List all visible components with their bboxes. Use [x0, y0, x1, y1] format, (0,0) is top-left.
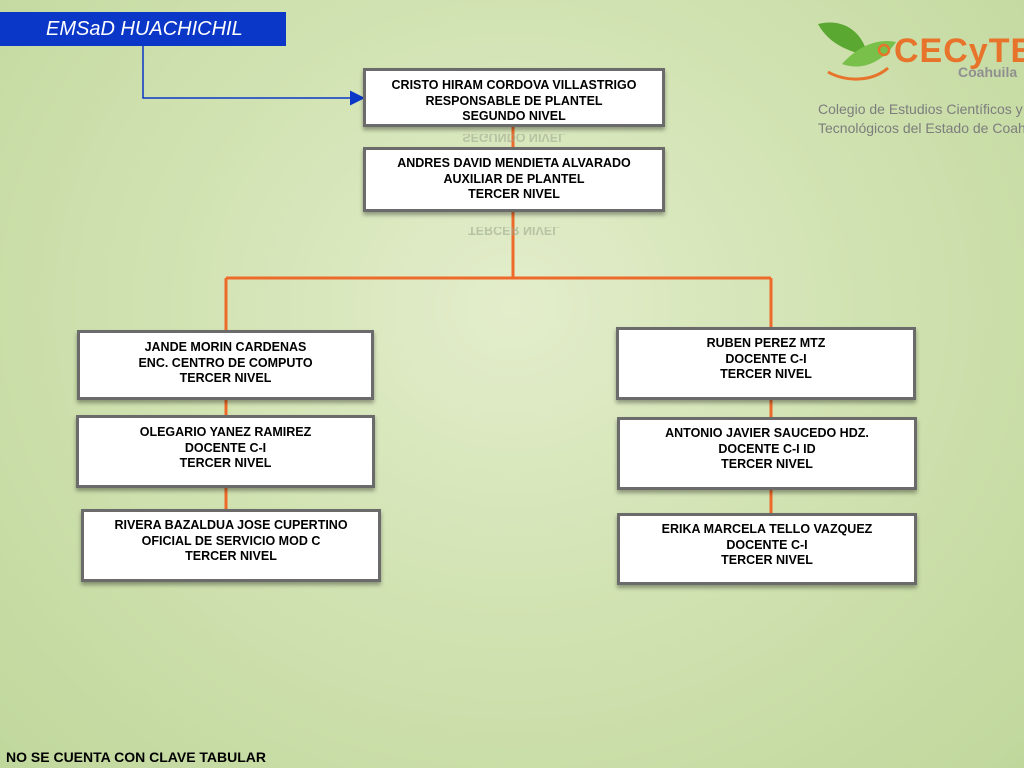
- title-arrow: [142, 46, 365, 106]
- node-role: DOCENTE C-I: [726, 537, 808, 552]
- node-name: CRISTO HIRAM CORDOVA VILLASTRIGO: [391, 78, 637, 92]
- node-name: ANTONIO JAVIER SAUCEDO HDZ.: [665, 426, 869, 440]
- node-name: OLEGARIO YANEZ RAMIREZ: [139, 425, 312, 439]
- node-name: RUBEN PEREZ MTZ: [706, 336, 826, 350]
- node-role: DOCENTE C-I: [725, 351, 807, 366]
- cecyte-logo: CECyTE Coahuila Colegio de Estudios Cien…: [812, 14, 1024, 138]
- node-role: RESPONSABLE DE PLANTEL: [425, 93, 603, 108]
- node-level: TERCER NIVEL: [721, 553, 813, 567]
- logo-description-line1: Colegio de Estudios Científicos y: [818, 101, 1023, 117]
- node-name: JANDE MORIN CARDENAS: [144, 340, 307, 354]
- node-level: TERCER NIVEL: [179, 456, 272, 470]
- node-level: TERCER NIVEL: [468, 187, 560, 201]
- node-role: OFICIAL DE SERVICIO MOD C: [141, 533, 321, 548]
- org-node-right-2: ANTONIO JAVIER SAUCEDO HDZ. DOCENTE C-I …: [617, 417, 917, 490]
- node-level: TERCER NIVEL: [179, 371, 272, 385]
- leaf-icon: [818, 22, 896, 81]
- page-title: EMSaD HUACHICHIL: [0, 12, 286, 46]
- node-role: DOCENTE C-I ID: [718, 441, 816, 456]
- node-name: ANDRES DAVID MENDIETA ALVARADO: [397, 156, 631, 170]
- footer-note: NO SE CUENTA CON CLAVE TABULAR: [6, 749, 267, 765]
- org-node-top: CRISTO HIRAM CORDOVA VILLASTRIGO RESPONS…: [363, 68, 665, 127]
- node-name: RIVERA BAZALDUA JOSE CUPERTINO: [114, 518, 348, 532]
- logo-description-line2: Tecnológicos del Estado de Coahuila: [818, 120, 1024, 136]
- org-node-right-1: RUBEN PEREZ MTZ DOCENTE C-I TERCER NIVEL: [616, 327, 916, 400]
- node-level: TERCER NIVEL: [720, 367, 812, 381]
- org-node-left-3: RIVERA BAZALDUA JOSE CUPERTINO OFICIAL D…: [81, 509, 381, 582]
- node-role: ENC. CENTRO DE COMPUTO: [138, 355, 313, 370]
- logo-word: CECyTE: [894, 32, 1024, 70]
- node-role: DOCENTE C-I: [184, 440, 267, 455]
- node-level: TERCER NIVEL: [185, 549, 277, 563]
- org-node-aux: ANDRES DAVID MENDIETA ALVARADO AUXILIAR …: [363, 147, 665, 212]
- logo-description: Colegio de Estudios Científicos y Tecnol…: [818, 100, 1024, 138]
- org-node-left-1: JANDE MORIN CARDENAS ENC. CENTRO DE COMP…: [77, 330, 374, 400]
- node-reflection: SEGUNDO NIVEL: [462, 134, 566, 144]
- logo-subtitle: Coahuila: [958, 64, 1018, 80]
- node-reflection: TERCER NIVEL: [468, 227, 560, 237]
- node-name: ERIKA MARCELA TELLO VAZQUEZ: [661, 522, 873, 536]
- node-level: SEGUNDO NIVEL: [462, 109, 566, 123]
- node-role: AUXILIAR DE PLANTEL: [443, 171, 585, 186]
- org-node-left-2: OLEGARIO YANEZ RAMIREZ DOCENTE C-I TERCE…: [76, 415, 375, 488]
- node-level: TERCER NIVEL: [721, 457, 813, 471]
- org-node-right-3: ERIKA MARCELA TELLO VAZQUEZ DOCENTE C-I …: [617, 513, 917, 585]
